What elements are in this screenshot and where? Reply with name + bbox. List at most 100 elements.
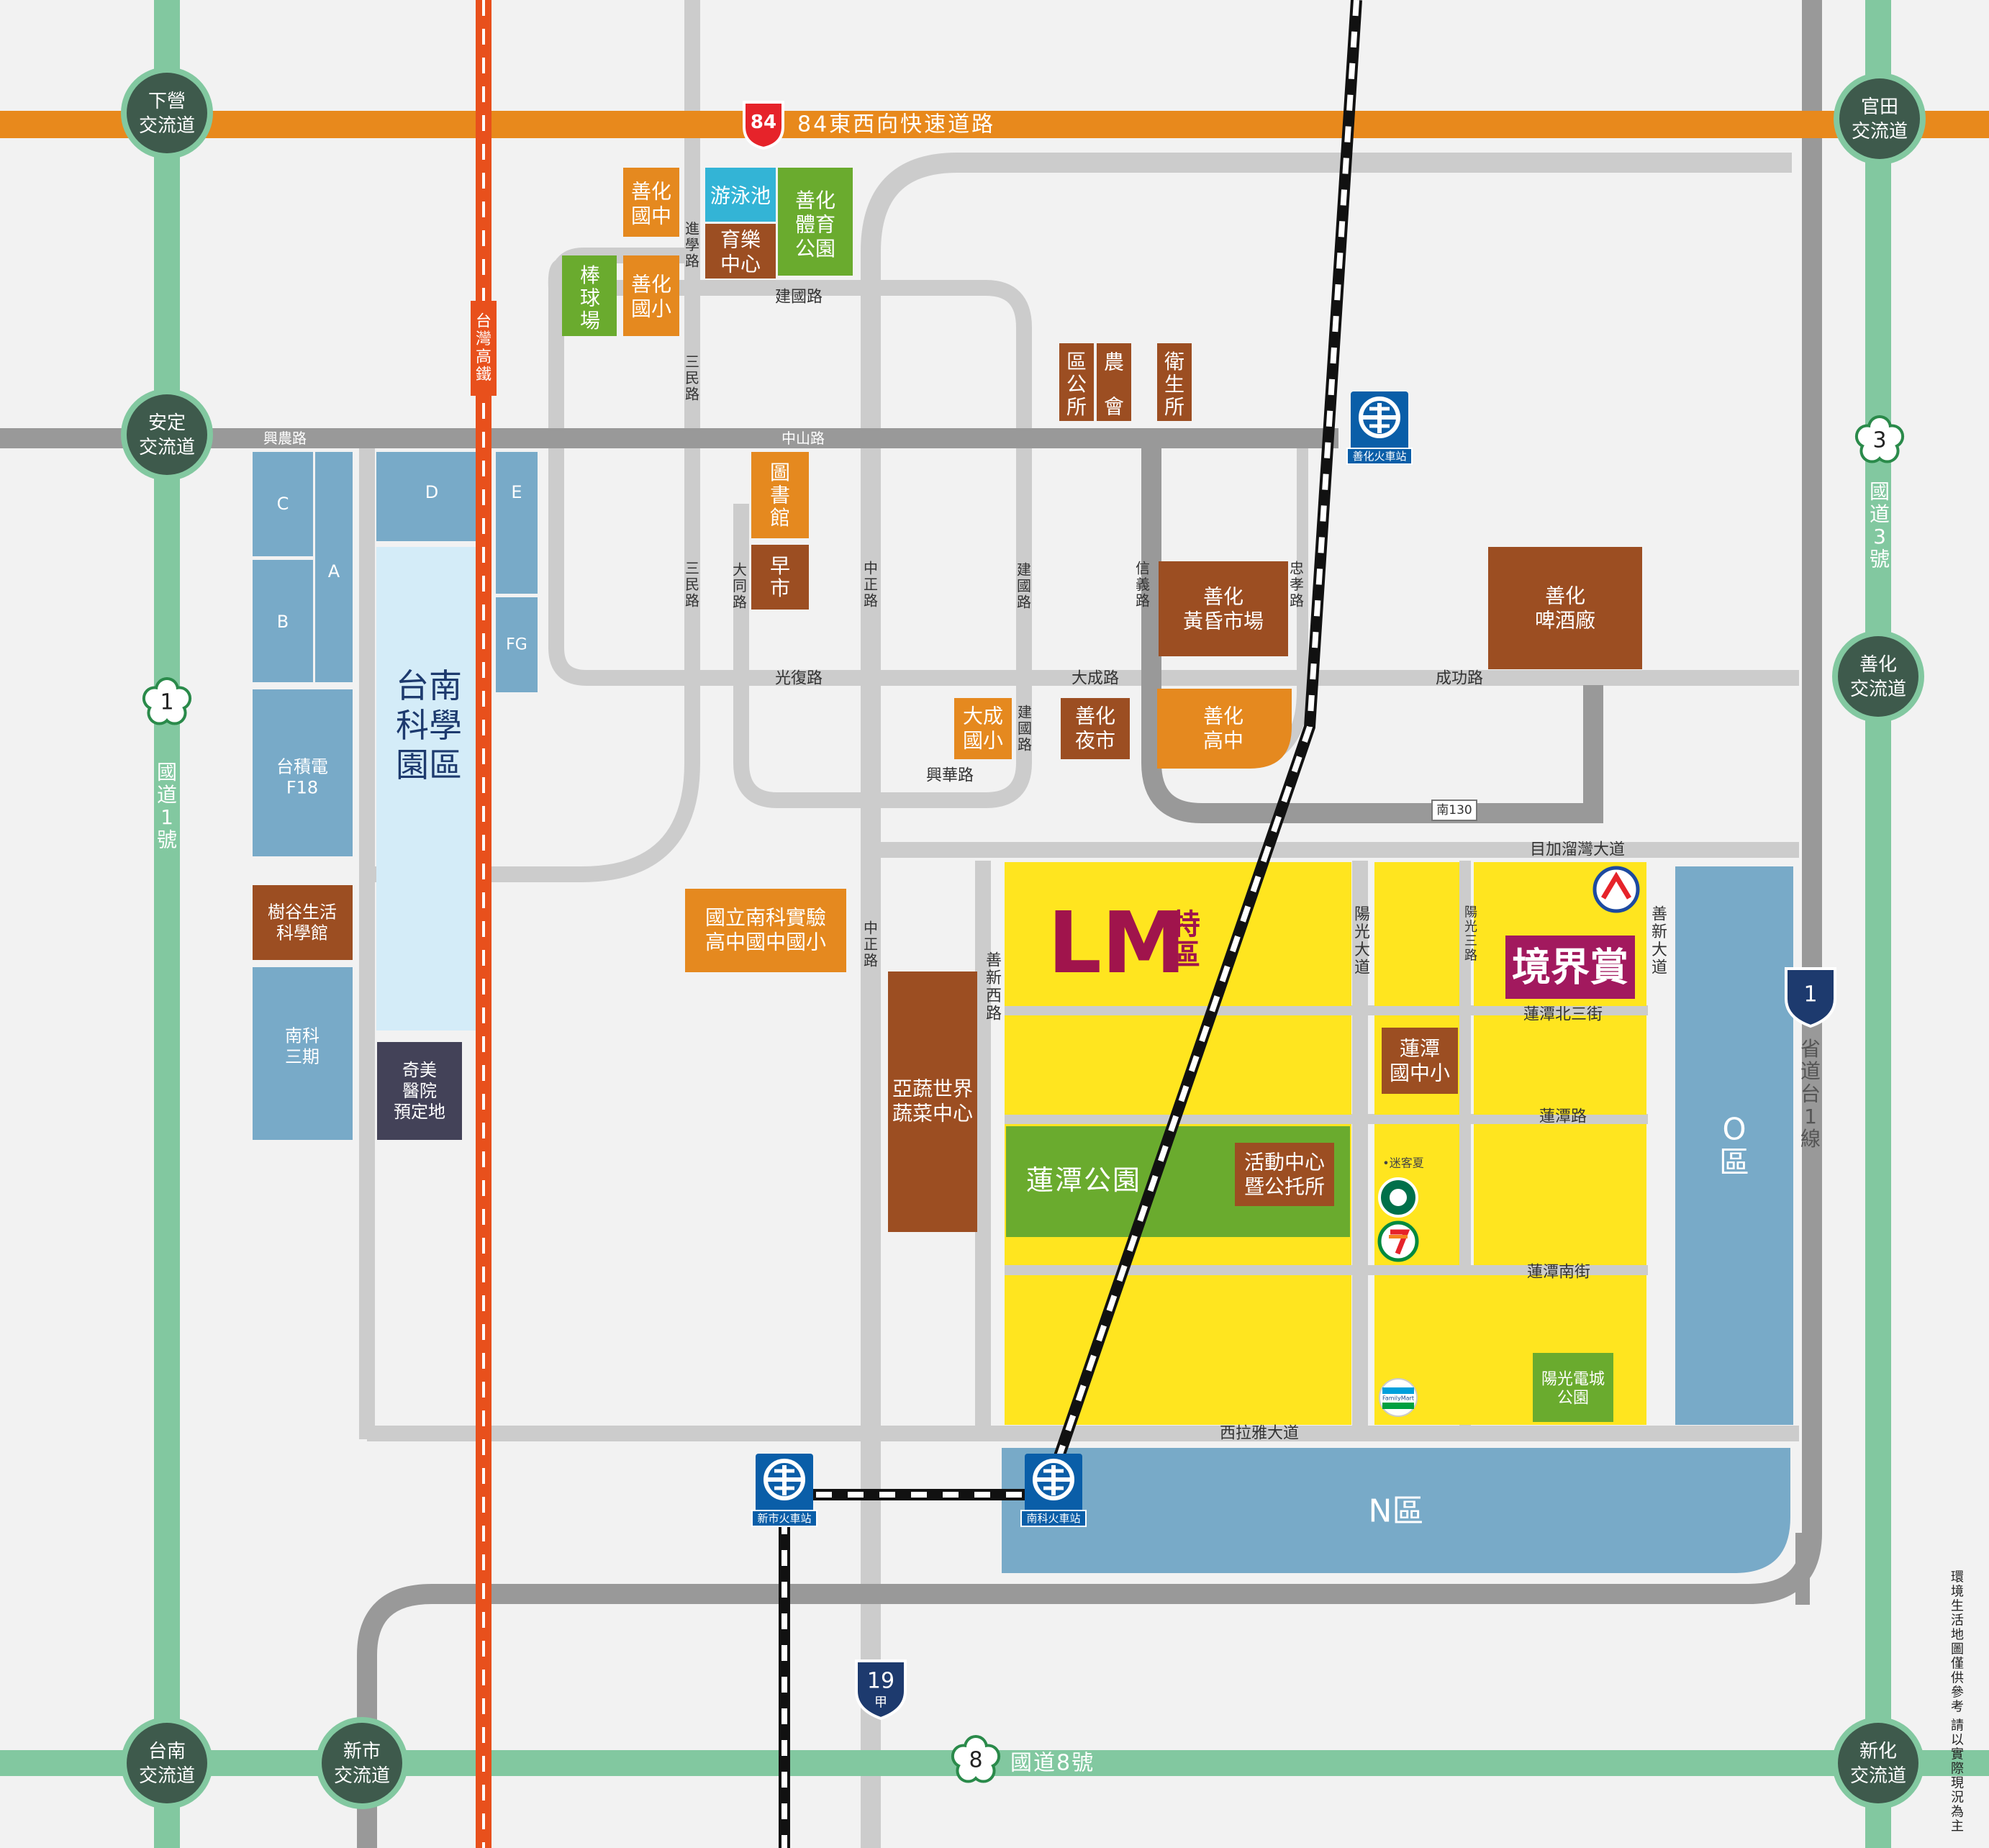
carrefour-ring: [1592, 866, 1640, 913]
zone-n: [1002, 1448, 1790, 1573]
freeway-3-name-char: 道: [1870, 502, 1890, 526]
poi-sports-park: [778, 168, 853, 276]
poi-brewery: [1488, 547, 1642, 669]
road-label-sanmin_mid-char: 路: [685, 592, 699, 609]
interchange-disc: [127, 1723, 207, 1803]
poi-label-pool-line: 游泳池: [710, 184, 771, 208]
road-label-zhongzheng_1: 中正路: [864, 560, 878, 610]
nan130-box: [1431, 800, 1477, 821]
railway-logo-icon: [1359, 397, 1400, 438]
poi-label-shugu-line: 科學館: [276, 923, 328, 943]
poi-label-night-market-line: 善化: [1075, 705, 1115, 728]
road-label-jianguo_v1: 建國路: [1017, 561, 1031, 611]
poi-label-rec-center-line: 育樂: [720, 228, 761, 252]
road-label-datong-char: 路: [733, 593, 747, 610]
shield-number: 19: [867, 1669, 894, 1694]
road-label-sanmin_top: 三民路: [685, 353, 699, 403]
hsr-name-char: 灣: [476, 330, 491, 348]
zone-label-d-line: D: [425, 482, 438, 502]
interchange-label: 下營: [148, 91, 186, 112]
interchange-label: 交流道: [334, 1765, 390, 1787]
zone-tsmc: [253, 689, 353, 856]
poi-shanhua-es: [623, 255, 679, 336]
zone-label-a-line: A: [328, 561, 340, 581]
poi-label-shugu-line: 樹谷生活: [268, 902, 337, 923]
jingjie-title-line: 境界賞: [1512, 945, 1628, 990]
provincial-1-name-char: 道: [1800, 1059, 1821, 1083]
lm-title: LM: [1048, 893, 1187, 992]
poi-label-shanhua-hs-line: 高中: [1203, 728, 1243, 752]
disclaimer-text-char: 供: [1951, 1671, 1964, 1686]
station-label: 新市火車站: [757, 1512, 811, 1525]
poi-label-chimei-line: 醫院: [402, 1081, 437, 1101]
xinyi-road: [1141, 446, 1603, 823]
poi-library: [751, 452, 809, 538]
disclaimer-text-char: 活: [1951, 1613, 1964, 1629]
road-label-jinxue-char: 學: [685, 236, 699, 253]
disclaimer-text-char: 現: [1951, 1776, 1964, 1791]
interchange-label: 官田: [1861, 96, 1898, 118]
road-label-jianguo_v2-char: 建: [1018, 704, 1032, 721]
freeway-3-shield-icon: 3: [1854, 415, 1905, 463]
zone-e: [496, 452, 538, 594]
zone-label-tsmc-line: 台積電: [276, 757, 328, 777]
lm-block-5: [1374, 862, 1459, 1006]
disclaimer-text-char: 圖: [1951, 1642, 1964, 1657]
zone-label-e: E: [511, 482, 522, 502]
road-label-xingnong: 興農路: [263, 430, 307, 447]
poi-label-avrdc-line: 蔬菜中心: [892, 1101, 973, 1125]
poi-label-sunlight-park-line: 陽光電城: [1541, 1370, 1605, 1388]
freeway-8-shield-icon: 8: [951, 1735, 1001, 1783]
interchange-disc: [127, 73, 207, 153]
freeway-3-name-char: 國: [1870, 479, 1890, 503]
freeway-8-name: 國道8號: [1010, 1751, 1093, 1776]
poi-label-farmers-char: 會: [1104, 394, 1124, 418]
road-label-shanxin_w-char: 善: [986, 952, 1002, 970]
starbucks-face: [1390, 1189, 1407, 1206]
road-label-guangfu: 光復路: [775, 670, 823, 688]
road-label-yangguang_ave-char: 大: [1354, 941, 1370, 959]
station-shanhua: 善化火車站: [1346, 391, 1413, 465]
interchange-disc: [1839, 78, 1920, 159]
road-label-jianguo_v1-char: 國: [1017, 577, 1031, 594]
interchange-label: 交流道: [1852, 121, 1908, 142]
road-label-yangguang_3-char: 路: [1464, 948, 1477, 964]
provincial-1-shield-icon: 1: [1785, 967, 1836, 1028]
road-label-zhongzheng_2: 中正路: [864, 920, 878, 969]
road-label-xinyi-char: 路: [1136, 592, 1150, 609]
poi-label-exp-school-line: 高中國中國小: [705, 930, 826, 954]
interchange-label: 交流道: [1850, 679, 1906, 700]
road-label-xilaya: 西拉雅大道: [1220, 1425, 1299, 1443]
zone-phase3: [253, 967, 353, 1140]
poi-label-morning-market-char: 早: [770, 554, 790, 578]
zone-label-n-line: N區: [1369, 1493, 1424, 1530]
science-park-zones: [253, 452, 1793, 1573]
hsr-label-box: [471, 301, 497, 396]
freeway-1-shield-icon: 1: [142, 677, 192, 725]
road-label-mujia-line: 目加溜灣大道: [1530, 841, 1625, 859]
shield-number: 84: [751, 112, 776, 133]
interchange-disc: [322, 1723, 402, 1803]
road-label-zhongxiao: 忠孝路: [1290, 560, 1304, 610]
disclaimer-text-char: 境: [1951, 1585, 1964, 1600]
poi-label-health-center: 衛生所: [1164, 350, 1184, 419]
freeway-1-name-char: 號: [157, 828, 177, 852]
railway: [779, 0, 1362, 1848]
disclaimer-text-char: 僅: [1951, 1657, 1964, 1672]
road-label-shanxin_ave-char: 道: [1652, 959, 1667, 977]
railway-logo-icon: [1033, 1459, 1074, 1500]
disclaimer-text-char: 以: [1951, 1733, 1964, 1748]
disclaimer-text-char: 環: [1951, 1570, 1964, 1585]
poi-dacheng-es: [954, 698, 1012, 759]
